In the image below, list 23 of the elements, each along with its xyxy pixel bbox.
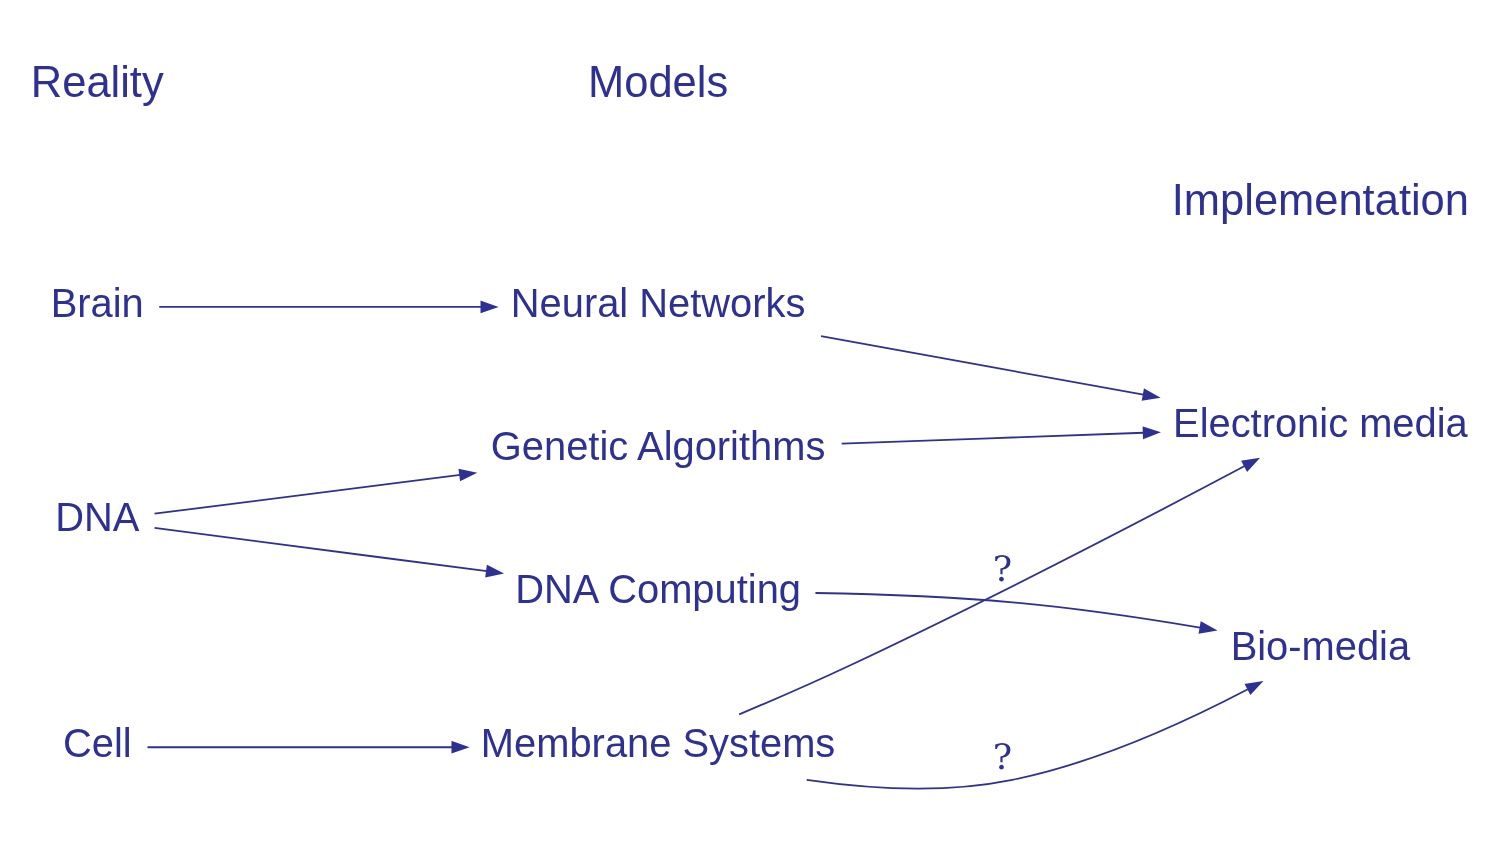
edge-label: ?	[992, 735, 1013, 778]
node-text: Brain	[50, 281, 144, 326]
arrow	[153, 527, 505, 578]
node-text: Cell	[62, 721, 132, 766]
arrow	[153, 468, 478, 515]
label: Reality	[30, 58, 164, 107]
label: Models	[588, 58, 729, 107]
arrow	[738, 457, 1261, 716]
arrow	[805, 681, 1264, 790]
arrow	[146, 740, 470, 754]
node-text: Electronic media	[1173, 400, 1468, 445]
node-text: Genetic Algorithms	[490, 424, 826, 469]
edge-label: ?	[992, 546, 1013, 590]
node-text: DNA Computing	[515, 567, 801, 612]
node-text: DNA	[55, 494, 140, 539]
node-text: Membrane Systems	[480, 721, 836, 766]
arrow	[840, 426, 1161, 445]
node-text: Bio-media	[1230, 623, 1411, 668]
arrow	[814, 592, 1218, 634]
arrow	[820, 335, 1161, 401]
label: Implementation	[1171, 175, 1469, 224]
node-text: Neural Networks	[510, 281, 806, 326]
arrow	[158, 300, 499, 314]
